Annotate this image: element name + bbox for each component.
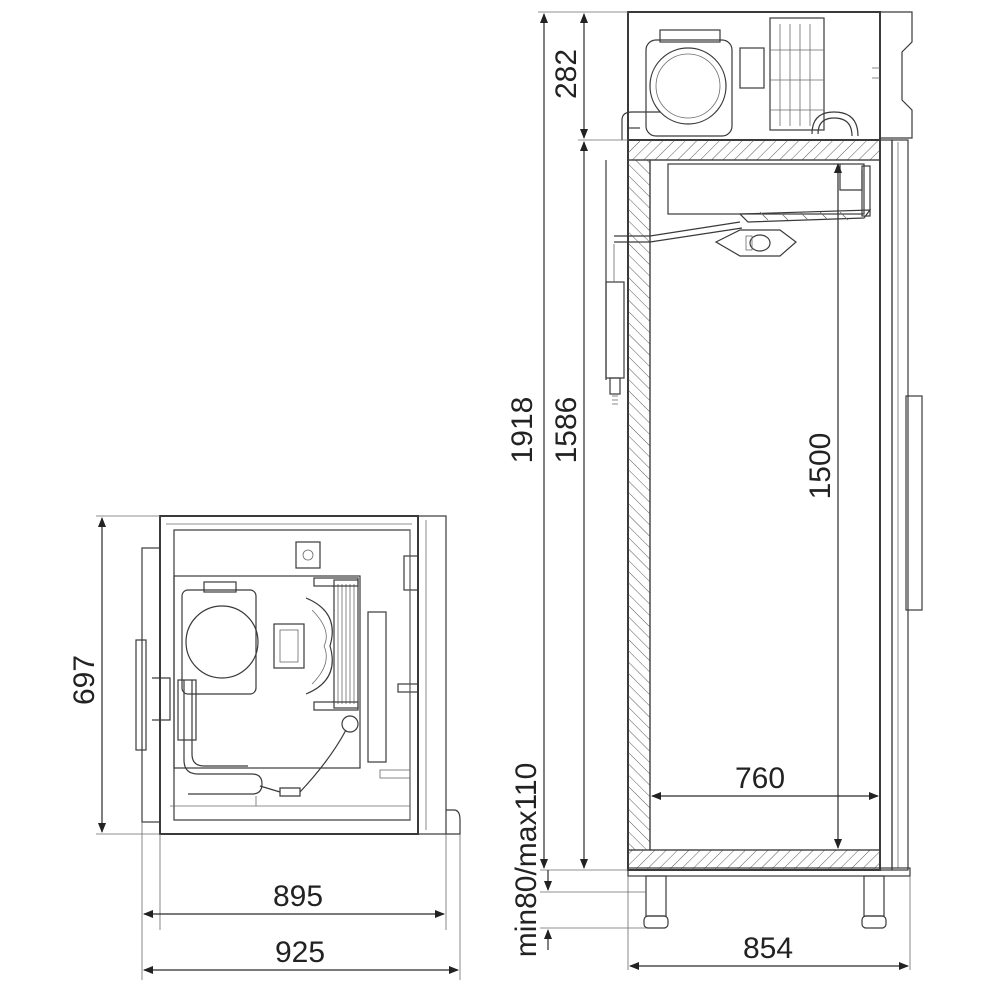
cabinet-body <box>627 139 923 877</box>
dim-width-total: 925 <box>275 936 325 969</box>
evaporator <box>614 163 872 257</box>
legs <box>643 875 887 929</box>
door-handle <box>905 395 923 611</box>
dim-interior-width: 760 <box>735 762 785 795</box>
top-condenser <box>313 577 359 711</box>
condenser <box>739 17 825 131</box>
dim-total-width: 854 <box>743 932 793 965</box>
dim-depth: 697 <box>68 655 101 705</box>
top-unit <box>621 11 913 141</box>
top-fan <box>273 597 333 695</box>
dim-total-height: 1918 <box>506 397 539 464</box>
controller <box>605 160 625 405</box>
lamp-fan <box>714 229 797 257</box>
compressor <box>645 29 733 137</box>
mount-plate <box>295 541 321 569</box>
dim-interior-height: 1500 <box>804 433 837 500</box>
dim-body-height: 1586 <box>550 397 583 464</box>
front-dimensions: 1918 1586 282 1500 760 854 min80/max110 <box>506 11 911 970</box>
top-compressor <box>173 575 361 769</box>
dim-width-inner: 895 <box>273 880 323 913</box>
top-view <box>135 515 461 835</box>
front-view <box>605 11 923 929</box>
dim-leg-height: min80/max110 <box>510 763 543 958</box>
dim-top-unit-height: 282 <box>550 49 583 99</box>
top-dimensions: 697 895 925 <box>68 515 461 980</box>
